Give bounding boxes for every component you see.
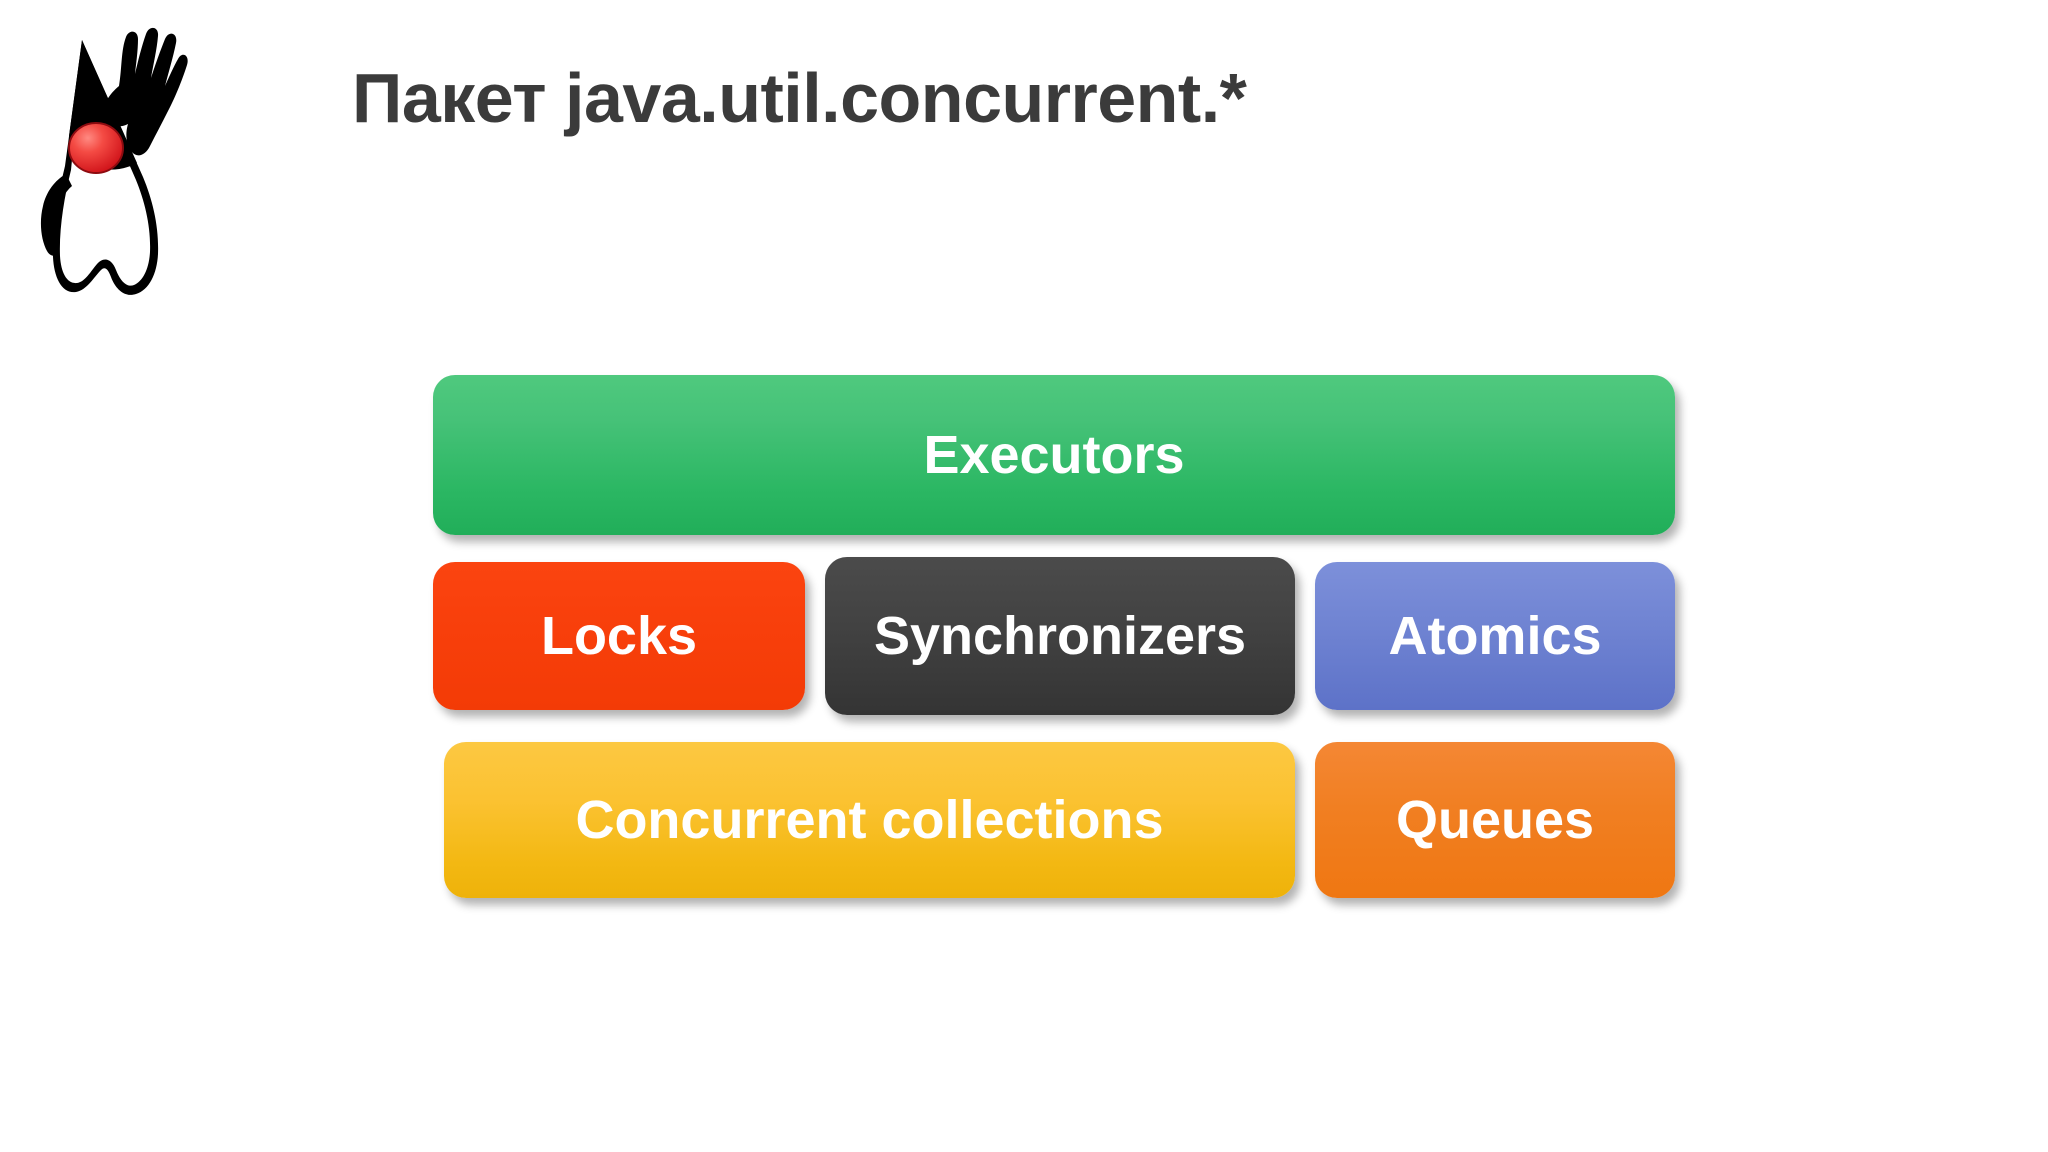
java-duke-logo bbox=[22, 8, 190, 300]
diagram-box-synchronizers-label: Synchronizers bbox=[873, 606, 1247, 666]
diagram-box-synchronizers[interactable]: Synchronizers bbox=[825, 557, 1295, 715]
diagram-box-executors-label: Executors bbox=[923, 425, 1185, 485]
diagram-box-atomics[interactable]: Atomics bbox=[1315, 562, 1675, 710]
diagram-box-queues[interactable]: Queues bbox=[1315, 742, 1675, 898]
diagram-box-locks-label: Locks bbox=[540, 606, 698, 666]
slide-title: Пакет java.util.concurrent.* bbox=[352, 59, 1247, 137]
diagram-box-atomics-label: Atomics bbox=[1388, 606, 1602, 666]
diagram-box-concurrent-collections[interactable]: Concurrent collections bbox=[444, 742, 1295, 898]
diagram-box-queues-label: Queues bbox=[1395, 790, 1595, 850]
diagram-box-locks[interactable]: Locks bbox=[433, 562, 805, 710]
diagram-box-executors[interactable]: Executors bbox=[433, 375, 1675, 535]
diagram-box-concurrent-collections-label: Concurrent collections bbox=[575, 790, 1164, 850]
